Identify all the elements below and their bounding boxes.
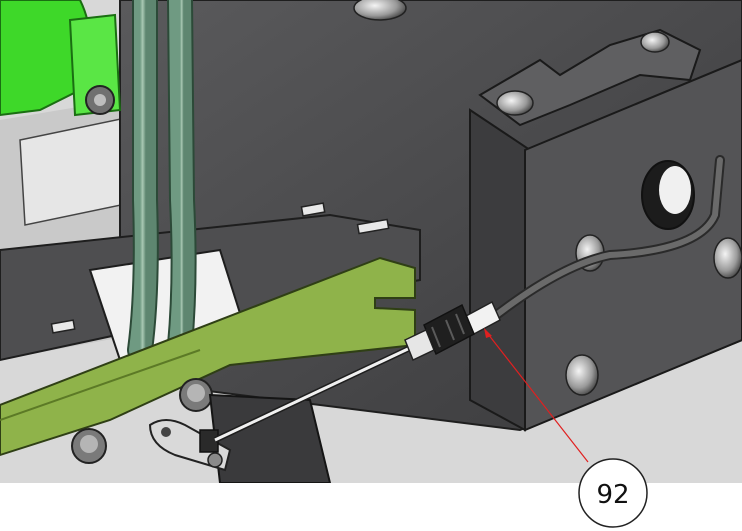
callout-bubble [578, 458, 648, 528]
side-plate-hole-inner [659, 166, 691, 214]
cable-wire [214, 346, 411, 442]
bolt [71, 428, 107, 464]
hose [129, 0, 157, 361]
top-bracket [478, 28, 702, 127]
bracket-hole [496, 90, 534, 116]
cable-end-clip [199, 429, 219, 453]
frame-side-plate [524, 58, 742, 432]
frame-slot [300, 202, 326, 217]
cable-sheath [487, 157, 723, 323]
frame-flange [469, 108, 532, 432]
bracket-hole [640, 31, 670, 53]
bolt [179, 378, 213, 412]
frame-slot [50, 319, 76, 334]
lower-bracket [208, 393, 332, 483]
callout-label: 92 [596, 480, 629, 510]
top-hole [353, 0, 407, 21]
nut-thread [431, 313, 465, 348]
small-nut [207, 452, 223, 468]
nut-center [94, 94, 106, 106]
hose [169, 0, 195, 356]
lever-pivot [161, 427, 171, 437]
frame-slot [356, 218, 390, 235]
bracket-edge [0, 349, 201, 421]
green-bracket-arm [0, 256, 416, 457]
side-plate-hole [565, 354, 599, 396]
callout-arrowhead [484, 328, 492, 338]
side-plate-hole [713, 237, 742, 279]
callout-leader-line [487, 333, 589, 463]
cable-collar [404, 328, 435, 362]
